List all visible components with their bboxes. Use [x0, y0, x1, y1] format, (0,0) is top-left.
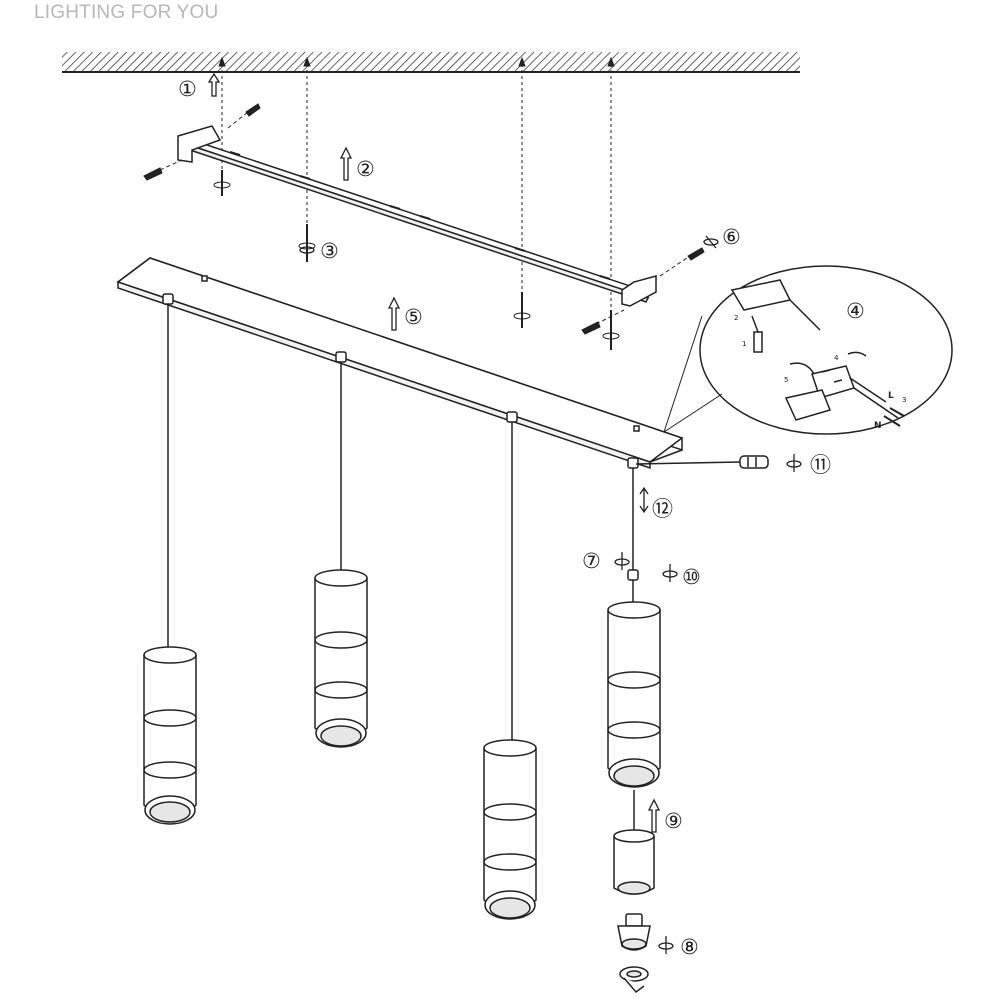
arrow-up-icon	[207, 72, 221, 97]
step-3-label: ③	[320, 239, 339, 263]
anchor-4	[602, 56, 620, 350]
gu10-bulb	[617, 913, 651, 951]
rotate-icon-10	[662, 564, 678, 582]
step-5-label: ⑤	[404, 305, 423, 329]
bracket-screws	[143, 103, 705, 335]
anchor-1	[213, 56, 231, 196]
step-11-label: ⑪	[810, 453, 831, 477]
step-4-label: ④	[846, 299, 865, 323]
neutral-label: N	[874, 421, 882, 431]
wire-step-4: 4	[834, 354, 839, 362]
wire-step-3: 3	[902, 396, 906, 404]
step-1-label: ①	[178, 77, 197, 101]
rotate-icon-3	[299, 240, 315, 258]
arrow-up-icon	[647, 798, 661, 833]
pendant-light-3	[483, 411, 537, 920]
wire-step-5: 5	[784, 376, 788, 384]
step-labels: ① ② ③ ④ ⑤ ⑥ ⑦ ⑧ ⑨ ⑩ ⑪ ⑫	[178, 77, 865, 959]
step-9-label: ⑨	[664, 809, 683, 833]
direction-arrows	[207, 72, 661, 833]
wiring-detail-labels: 2 1 4 5 3 L N	[734, 314, 906, 431]
rotation-icons	[299, 235, 802, 954]
brand-logo-text: LIGHTING FOR YOU	[34, 2, 219, 23]
arrow-up-icon	[387, 296, 401, 331]
rotate-icon-8	[658, 936, 674, 954]
step-12-label: ⑫	[652, 497, 673, 521]
pendant-light-4	[607, 457, 661, 895]
wire-step-1: 1	[742, 340, 746, 348]
wire-step-2: 2	[734, 314, 738, 322]
pendant-light-1	[143, 293, 197, 825]
mounting-bracket	[177, 125, 657, 307]
rotate-icon-11	[786, 454, 802, 472]
pendant-light-2	[314, 351, 368, 748]
anchor-2	[298, 56, 316, 262]
rotate-icon-6	[703, 235, 719, 249]
step-7-label: ⑦	[582, 549, 601, 573]
rotate-icon-7	[614, 552, 630, 570]
step-10-label: ⑩	[682, 565, 701, 589]
double-arrow-icon	[639, 486, 649, 514]
anchor-3	[513, 56, 531, 328]
step-2-label: ②	[356, 157, 375, 181]
live-label: L	[888, 391, 894, 401]
step-8-label: ⑧	[680, 935, 699, 959]
screwdriver	[635, 455, 769, 469]
retaining-ring	[619, 966, 649, 994]
ceiling-canopy	[116, 257, 684, 470]
arrow-up-icon	[339, 146, 353, 181]
wiring-detail-callout	[663, 265, 953, 435]
step-6-label: ⑥	[722, 225, 741, 249]
ceiling	[62, 52, 800, 73]
